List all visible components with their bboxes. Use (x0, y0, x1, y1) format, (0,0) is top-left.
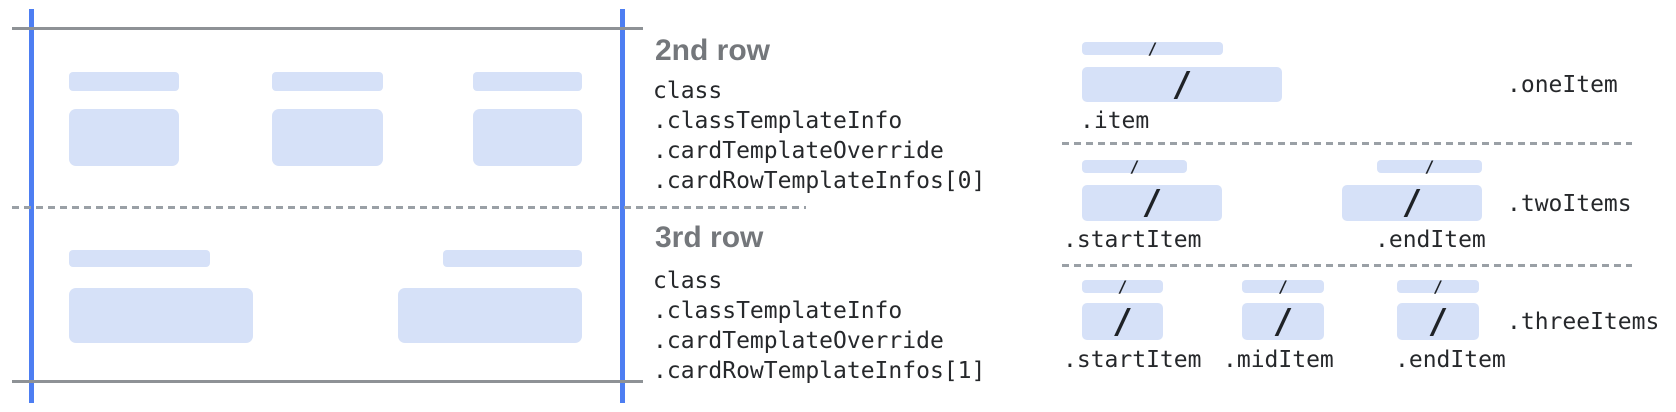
field-value-placeholder (398, 288, 582, 343)
row2-code-path: class .classTemplateInfo .cardTemplateOv… (653, 76, 985, 196)
two-items-end-slot-label: .endItem (1375, 227, 1486, 253)
item-label-placeholder: / (1242, 276, 1324, 296)
code-line: .cardRowTemplateInfos[0] (653, 168, 986, 194)
row3-code-path: class .classTemplateInfo .cardTemplateOv… (653, 266, 985, 386)
item-label-placeholder: / (1397, 276, 1479, 296)
slash-placeholder-icon: / (1272, 301, 1294, 342)
item-label-placeholder: / (1377, 156, 1482, 176)
code-line: .classTemplateInfo (653, 298, 903, 324)
row-divider-dashed-line (12, 206, 806, 209)
slash-placeholder-icon: / (1147, 38, 1158, 58)
slash-placeholder-icon: / (1171, 64, 1193, 105)
slash-placeholder-icon: / (1278, 276, 1288, 296)
code-line: class (653, 268, 723, 294)
code-line: .cardRowTemplateInfos[1] (653, 358, 986, 384)
one-item-layout-label: .oneItem (1507, 72, 1618, 98)
three-items-start-slot-label: .startItem (1063, 347, 1202, 373)
field-label-placeholder (272, 72, 383, 91)
row2-heading: 2nd row (655, 34, 771, 67)
slash-placeholder-icon: / (1424, 156, 1435, 176)
item-label-placeholder: / (1082, 38, 1223, 58)
slash-placeholder-icon: / (1117, 276, 1128, 296)
three-items-end-slot-label: .endItem (1395, 347, 1506, 373)
slash-placeholder-icon: / (1401, 183, 1423, 223)
field-value-placeholder (473, 109, 582, 166)
three-items-layout-label: .threeItems (1507, 309, 1660, 335)
three-items-mid-slot-label: .midItem (1223, 347, 1334, 373)
item-value-placeholder: / (1342, 185, 1482, 221)
one-item-slot-label: .item (1080, 108, 1150, 134)
item-value-placeholder: / (1082, 185, 1222, 221)
item-value-placeholder: / (1082, 303, 1163, 340)
item-value-placeholder: / (1397, 303, 1479, 340)
field-value-placeholder (69, 109, 179, 166)
slash-placeholder-icon: / (1433, 276, 1443, 296)
code-line: .classTemplateInfo (653, 108, 903, 134)
field-label-placeholder (69, 72, 179, 91)
two-items-start-slot-label: .startItem (1063, 227, 1202, 253)
card-bottom-rule (12, 380, 643, 383)
item-value-placeholder: / (1242, 303, 1324, 340)
two-items-layout-label: .twoItems (1507, 191, 1632, 217)
code-line: class (653, 78, 723, 104)
card-top-rule (12, 27, 643, 30)
slash-placeholder-icon: / (1141, 183, 1163, 223)
layout-divider-dashed-line (1062, 264, 1632, 267)
field-label-placeholder (443, 250, 582, 267)
field-value-placeholder (69, 288, 253, 343)
code-line: .cardTemplateOverride (653, 138, 944, 164)
layout-divider-dashed-line (1062, 142, 1632, 145)
item-label-placeholder: / (1082, 276, 1163, 296)
slash-placeholder-icon: / (1427, 301, 1449, 342)
row3-heading: 3rd row (655, 221, 764, 254)
item-value-placeholder: / (1082, 67, 1282, 102)
item-label-placeholder: / (1082, 156, 1187, 176)
code-line: .cardTemplateOverride (653, 328, 944, 354)
field-label-placeholder (69, 250, 210, 267)
field-label-placeholder (473, 72, 582, 91)
slash-placeholder-icon: / (1129, 156, 1140, 176)
field-value-placeholder (272, 109, 383, 166)
slash-placeholder-icon: / (1112, 301, 1133, 342)
